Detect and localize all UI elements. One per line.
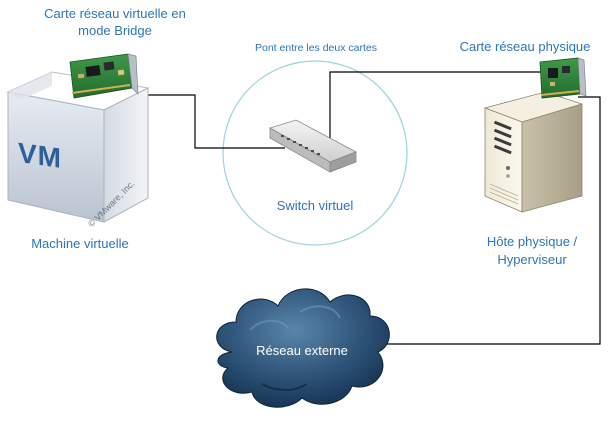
vm-label: Machine virtuelle bbox=[31, 236, 129, 251]
virtual-nic-label-line2: mode Bridge bbox=[78, 23, 152, 38]
physical-server bbox=[483, 91, 584, 213]
virtual-nic-card bbox=[69, 53, 139, 99]
physical-nic-label: Carte réseau physique bbox=[459, 39, 591, 54]
external-network-cloud bbox=[216, 288, 390, 408]
host-to-cloud-line bbox=[380, 96, 601, 345]
virtual-nic-label-line1: Carte réseau virtuelle en bbox=[44, 6, 186, 21]
virtual-switch-label: Switch virtuel bbox=[276, 198, 354, 213]
vm-logo: VM bbox=[18, 136, 62, 175]
external-network-label: Réseau externe bbox=[256, 343, 348, 358]
host-label-line2: Hyperviseur bbox=[497, 252, 567, 267]
virtual-switch-device bbox=[268, 119, 357, 173]
vm-to-switch-line bbox=[132, 94, 285, 149]
bridge-label: Pont entre les deux cartes bbox=[255, 42, 377, 54]
physical-nic-card bbox=[539, 57, 587, 99]
host-label-line1: Hôte physique / bbox=[486, 234, 578, 249]
